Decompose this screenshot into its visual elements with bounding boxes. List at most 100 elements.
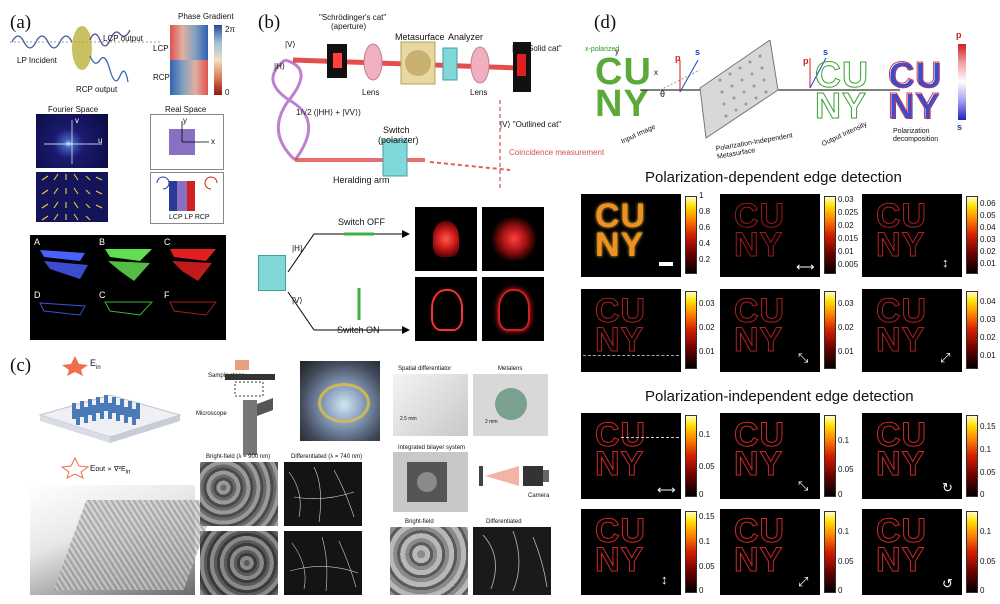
dep-cb1-tick: 0.8 <box>699 207 711 216</box>
sub-label-C2: C <box>99 290 106 300</box>
lens2-label: Lens <box>470 88 488 97</box>
dep-colorbar-6 <box>966 291 978 369</box>
dep-colorbar-1 <box>685 196 697 274</box>
heralding-arm-label: Heralding arm <box>333 175 390 185</box>
indep-cb3-tick: 0.05 <box>980 468 996 477</box>
arrow-diagonal-icon: ⤡ <box>798 478 809 493</box>
dep-cb1-tick: 0.2 <box>699 255 711 264</box>
sub-image-shapes <box>39 249 218 316</box>
phase-max-label: 2π <box>225 25 235 34</box>
real-x-axis: x <box>211 137 215 146</box>
rcp-row-label: RCP <box>153 73 170 82</box>
fourier-image <box>36 114 108 168</box>
lens-2 <box>470 46 490 84</box>
dep-cb5-tick: 0.02 <box>838 323 854 332</box>
lcp-lp-rcp-label: LCP LP RCP <box>169 214 210 221</box>
metasurface-plate-d <box>699 40 779 139</box>
p-label-2: p <box>803 56 809 66</box>
s-label-2: s <box>823 47 829 57</box>
rcp-output-label: RCP output <box>76 85 118 94</box>
spatial-diff-photo <box>393 374 468 436</box>
dep-cb2-tick: 0.02 <box>838 221 854 230</box>
solid-cat-label: |H⟩ "Solid cat" <box>512 44 562 53</box>
phase-colorbar <box>214 25 222 95</box>
cat-outline-b <box>482 277 544 341</box>
phase-min-label: 0 <box>225 88 230 97</box>
indep-cb4-tick: 0.1 <box>699 537 711 546</box>
metalens-photo <box>473 374 548 436</box>
fourier-v-axis: v <box>75 116 79 125</box>
dep-cb5-tick: 0.03 <box>838 299 854 308</box>
sub-label-D: D <box>34 290 41 300</box>
bright-field-label: Bright-field (λ = 900 nm) <box>206 454 271 460</box>
arrow-horizontal-icon: ⟷ <box>796 259 815 274</box>
ket-v2-label: |V⟩ <box>292 296 303 305</box>
schrodinger-label: "Schrödinger's cat" <box>319 13 387 22</box>
indep-cb6-tick: 0.05 <box>980 557 996 566</box>
title-dependent: Polarization-dependent edge detection <box>645 169 902 186</box>
real-y-axis: y <box>183 116 187 125</box>
bright-field-image-3 <box>390 527 468 595</box>
dep-cb3-tick: 0.01 <box>980 259 996 268</box>
rotate-cw-icon: ↻ <box>942 480 953 495</box>
dim1-label: 2.5 mm <box>400 416 417 422</box>
rcp-gradient <box>170 60 208 95</box>
microscope-label: Microscope <box>196 411 227 417</box>
dep-cb1-tick: 0.4 <box>699 239 711 248</box>
dep-cb3-tick: 0.06 <box>980 199 996 208</box>
bright-field-image-2 <box>200 531 278 595</box>
indep-cb5-tick: 0.1 <box>838 527 850 536</box>
sub-label-B: B <box>99 237 106 247</box>
outlined-cat-label: |V⟩ "Outlined cat" <box>500 120 562 129</box>
pol-decomp-label: Polarization decomposition <box>893 128 939 143</box>
axis-y-label: y <box>615 47 619 56</box>
beam-schematic <box>10 26 160 83</box>
sub-label-F: F <box>164 290 170 300</box>
dep-cb3-tick: 0.04 <box>980 223 996 232</box>
fourier-space-title: Fourier Space <box>48 105 99 114</box>
analyzer-plate <box>442 47 458 81</box>
dep-cb2-tick: 0.005 <box>838 260 859 269</box>
arrow-vertical-icon: ↕ <box>661 572 668 587</box>
indep-cb2-tick: 0 <box>838 490 843 499</box>
dep-cb6-tick: 0.01 <box>980 351 996 360</box>
indep-cb5-tick: 0 <box>838 586 843 595</box>
ket-h-label: |H⟩ <box>274 62 285 71</box>
indep-cb3-tick: 0.1 <box>980 445 992 454</box>
indep-cb4-tick: 0.05 <box>699 562 715 571</box>
indep-cb3-tick: 0.15 <box>980 422 996 431</box>
lcp-lp-rcp-box <box>150 172 224 224</box>
metasurface-label: Metasurface <box>395 32 445 42</box>
edge-detection-schematic <box>640 40 900 139</box>
dep-cb4-tick: 0.02 <box>699 323 715 332</box>
input-star <box>62 356 88 376</box>
bright-field-image-1 <box>200 462 278 526</box>
rcp-wave <box>89 55 129 83</box>
ket-v-label: |V⟩ <box>285 40 296 49</box>
dep-colorbar-3 <box>966 196 978 274</box>
arrow-horizontal-icon: ⟷ <box>657 482 676 497</box>
indep-colorbar-4 <box>685 511 697 593</box>
dep-cb4-tick: 0.03 <box>699 299 715 308</box>
indep-cb2-tick: 0.1 <box>838 436 850 445</box>
sem-image <box>30 485 217 595</box>
polarizer-label: (polarizer) <box>378 135 419 145</box>
dep-cb3-tick: 0.05 <box>980 211 996 220</box>
integrated-photo <box>393 452 468 512</box>
arrow-diagonal-icon: ⤡ <box>798 350 809 365</box>
lcp-output-label: LCP output <box>103 34 143 43</box>
s-label-1: s <box>695 47 701 57</box>
bright-field2-label: Bright-field <box>405 519 434 525</box>
s-colorbar-label: s <box>957 122 963 132</box>
panel-a-label: (a) <box>10 12 32 33</box>
dep-cb2-tick: 0.01 <box>838 247 854 256</box>
lens-1 <box>363 43 383 81</box>
dep-cb1-tick: 0.6 <box>699 223 711 232</box>
